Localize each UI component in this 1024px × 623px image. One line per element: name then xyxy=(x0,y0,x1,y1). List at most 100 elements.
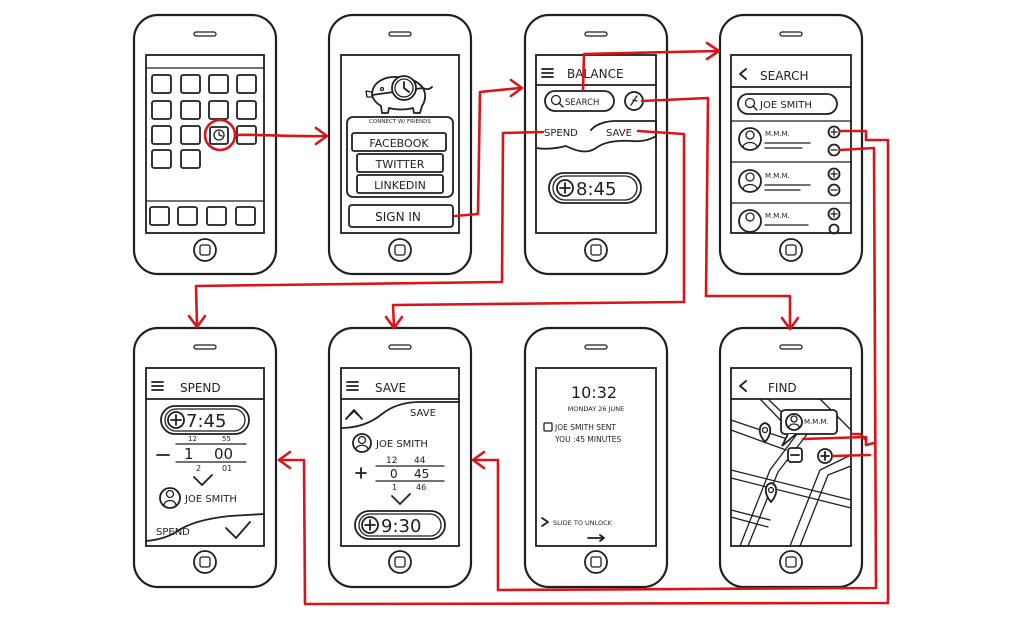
plus-button[interactable] xyxy=(817,448,833,464)
svg-text:01: 01 xyxy=(222,464,232,473)
plus-icon xyxy=(827,167,841,181)
clock-icon xyxy=(391,75,417,101)
svg-text:YOU :45 MINUTES: YOU :45 MINUTES xyxy=(554,435,622,444)
pencil-icon xyxy=(630,95,638,106)
check-icon xyxy=(193,474,213,486)
check-icon xyxy=(391,493,411,505)
sign-in-button[interactable]: SIGN IN xyxy=(348,204,454,228)
svg-text:45: 45 xyxy=(414,467,429,481)
plus-icon xyxy=(820,451,830,461)
chevron-up-icon[interactable] xyxy=(345,409,363,420)
time-value: 8:45 xyxy=(576,179,616,200)
svg-text:2: 2 xyxy=(196,464,201,473)
svg-text:44: 44 xyxy=(414,456,426,466)
back-icon[interactable] xyxy=(739,380,747,392)
home-button[interactable] xyxy=(193,238,217,262)
minus-button[interactable] xyxy=(787,447,803,463)
list-item[interactable]: M.M.M. xyxy=(738,207,841,235)
phone-search: SEARCH JOE SMITH M.M.M. M.M.M. xyxy=(718,13,864,276)
page-title: SAVE xyxy=(375,381,406,395)
home-button[interactable] xyxy=(584,550,608,574)
map-pin-icon[interactable] xyxy=(758,422,772,444)
recipient: JOE SMITH xyxy=(352,433,428,453)
home-button[interactable] xyxy=(779,550,803,574)
menu-icon[interactable] xyxy=(151,381,164,391)
svg-text:1: 1 xyxy=(392,483,397,492)
svg-text:JOE SMITH: JOE SMITH xyxy=(759,100,812,111)
svg-text:7:45: 7:45 xyxy=(186,411,226,432)
svg-text:46: 46 xyxy=(416,483,426,492)
svg-text:12: 12 xyxy=(386,456,397,466)
svg-text:12: 12 xyxy=(188,435,197,443)
flow-arrows xyxy=(187,41,890,606)
facebook-button[interactable]: FACEBOOK xyxy=(351,132,447,152)
phone-find: FIND M.M.M. xyxy=(718,326,864,589)
notification[interactable]: JOE SMITH SENT YOU :45 MINUTES xyxy=(543,422,622,444)
spend-button[interactable]: SPEND xyxy=(156,527,190,538)
spend-tab[interactable]: SPEND xyxy=(544,128,578,139)
svg-text:1: 1 xyxy=(184,445,194,463)
page-title: BALANCE xyxy=(567,67,624,81)
back-icon[interactable] xyxy=(739,68,747,80)
check-icon[interactable] xyxy=(225,521,251,539)
svg-text:JOE SMITH: JOE SMITH xyxy=(375,439,428,450)
search-button[interactable]: SEARCH xyxy=(544,90,615,112)
page-title: FIND xyxy=(768,381,797,395)
lock-date: MONDAY 26 JUNE xyxy=(568,405,624,413)
svg-text:0: 0 xyxy=(390,467,398,481)
lock-time: 10:32 xyxy=(571,383,617,402)
search-label: SEARCH xyxy=(565,98,599,108)
home-button[interactable] xyxy=(388,550,412,574)
svg-text:LINKEDIN: LINKEDIN xyxy=(374,179,426,192)
plus-icon xyxy=(355,467,367,479)
page-title: SPEND xyxy=(180,381,221,395)
svg-text:M.M.M.: M.M.M. xyxy=(765,212,790,220)
svg-text:9:30: 9:30 xyxy=(381,516,421,537)
connect-label: CONNECT W/ FRIENDS xyxy=(369,119,431,125)
phone-spend: SPEND 7:45 12 55 1 00 2 01 JOE SMITH SPE… xyxy=(132,326,278,589)
action-tab xyxy=(145,513,265,542)
menu-icon[interactable] xyxy=(346,381,359,391)
minus-icon xyxy=(827,183,841,197)
plus-icon xyxy=(364,519,376,531)
home-button[interactable] xyxy=(193,550,217,574)
plus-icon xyxy=(827,207,841,221)
spend-time: 7:45 xyxy=(160,405,250,435)
svg-text:JOE SMITH: JOE SMITH xyxy=(184,494,237,505)
list-item[interactable]: M.M.M. xyxy=(738,167,841,197)
menu-icon[interactable] xyxy=(541,68,554,78)
dock xyxy=(149,206,256,226)
phone-login: CONNECT W/ FRIENDS FACEBOOK TWITTER LINK… xyxy=(327,13,473,276)
svg-text:M.M.M.: M.M.M. xyxy=(804,418,829,426)
svg-text:JOE SMITH SENT: JOE SMITH SENT xyxy=(554,423,616,432)
save-tab[interactable]: SAVE xyxy=(606,128,632,139)
home-button[interactable] xyxy=(388,238,412,262)
plus-icon xyxy=(559,182,571,194)
save-button[interactable]: SAVE xyxy=(410,408,436,419)
spend-save-tab xyxy=(535,120,657,153)
phone-home xyxy=(132,13,278,276)
clock-app-icon[interactable] xyxy=(209,126,229,145)
minus-icon xyxy=(828,223,840,235)
map-pin-icon[interactable] xyxy=(764,482,778,504)
plus-icon xyxy=(170,414,182,426)
svg-text:SLIDE TO UNLOCK: SLIDE TO UNLOCK xyxy=(553,519,613,527)
svg-text:00: 00 xyxy=(214,445,233,463)
twitter-button[interactable]: TWITTER xyxy=(356,153,444,173)
save-time: 9:30 xyxy=(354,510,446,540)
page-title: SEARCH xyxy=(760,69,809,83)
svg-text:M.M.M.: M.M.M. xyxy=(765,130,790,138)
home-button[interactable] xyxy=(779,238,803,262)
phone-balance: BALANCE SEARCH SPEND SAVE 8:45 xyxy=(523,13,669,276)
linkedin-button[interactable]: LINKEDIN xyxy=(356,174,444,194)
slide-to-unlock[interactable]: SLIDE TO UNLOCK xyxy=(541,517,613,542)
svg-text:M.M.M.: M.M.M. xyxy=(765,172,790,180)
svg-text:FACEBOOK: FACEBOOK xyxy=(369,137,429,150)
recipient: JOE SMITH xyxy=(159,487,237,509)
search-input[interactable]: JOE SMITH xyxy=(737,93,838,115)
home-button[interactable] xyxy=(584,238,608,262)
svg-text:55: 55 xyxy=(222,435,231,443)
friend-popup[interactable]: M.M.M. xyxy=(780,409,838,447)
app-grid xyxy=(151,74,257,169)
